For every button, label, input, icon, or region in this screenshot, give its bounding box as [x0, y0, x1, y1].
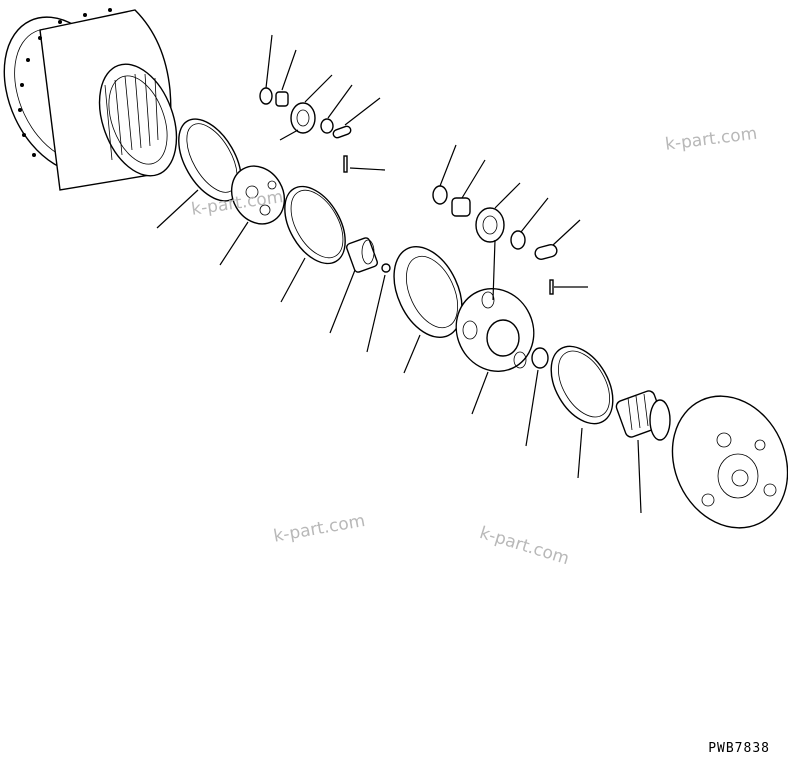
thrust-washer-1: [320, 118, 334, 134]
needle-bearing-1: [275, 91, 289, 107]
needle-bearing-2: [451, 197, 471, 217]
planet-gear-1: [290, 102, 316, 134]
planet-carrier-2: [455, 287, 535, 373]
planet-shaft-2: [534, 244, 558, 260]
thrust-ring-3: [550, 345, 614, 425]
spring-pin-1: [343, 155, 348, 173]
sun-gear-1: [346, 237, 378, 273]
spring-pin-2: [549, 279, 554, 295]
planet-carrier-1: [230, 165, 286, 225]
washer-2: [432, 185, 448, 205]
leader-lines: [156, 34, 642, 514]
washer-1: [259, 87, 273, 105]
ball: [381, 263, 391, 273]
drawing-code: PWB7838: [708, 741, 770, 756]
ring-gear-2: [393, 245, 463, 339]
planet-shaft-1: [332, 125, 352, 139]
thrust-plate: [531, 347, 549, 369]
planet-gear-2: [475, 207, 505, 243]
thrust-ring-2: [284, 185, 346, 265]
final-drive-housing: [3, 8, 178, 191]
cover: [671, 395, 788, 529]
sun-gear-2: [615, 390, 671, 441]
housing-bolt-holes: [18, 8, 112, 157]
thrust-washer-2: [510, 230, 526, 250]
